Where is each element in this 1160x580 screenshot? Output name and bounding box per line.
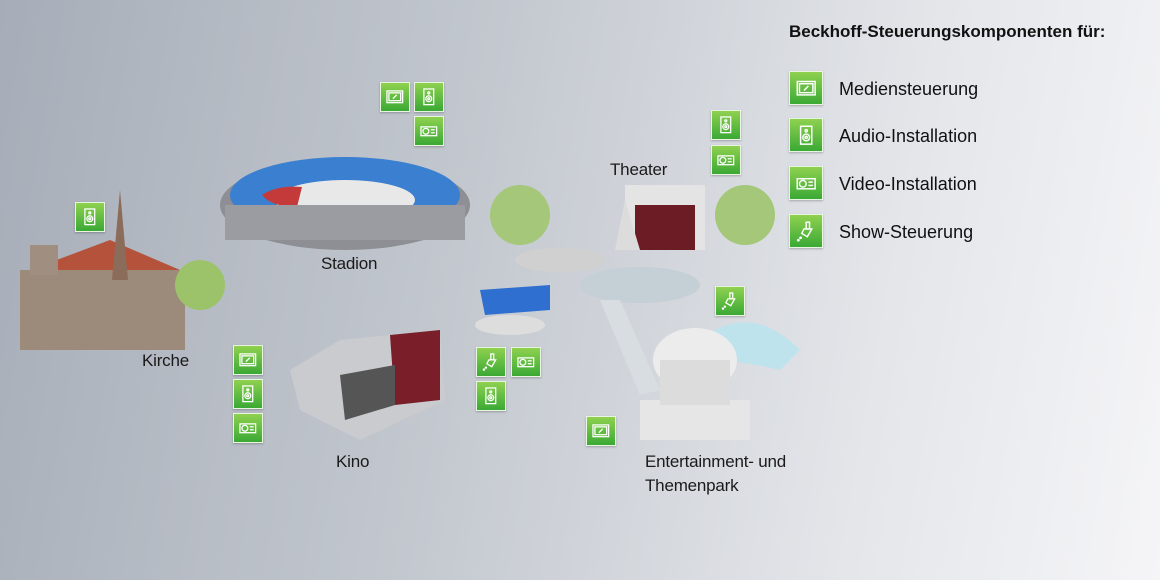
stadium-illustration: [220, 157, 470, 250]
theme-park-illustration: [475, 185, 800, 440]
venue-label-stadion: Stadion: [321, 254, 378, 273]
media-control-icon: [233, 345, 263, 375]
legend-label-video: Video-Installation: [839, 174, 977, 194]
show-spotlight-icon: [476, 347, 506, 377]
legend-title: Beckhoff-Steuerungskomponenten für:: [789, 22, 1106, 41]
venue-label-kirche: Kirche: [142, 351, 189, 370]
church-illustration: [20, 190, 225, 350]
venue-label-park-line2: Themenpark: [645, 476, 739, 495]
audio-speaker-icon: [414, 82, 444, 112]
legend-label-show: Show-Steuerung: [839, 222, 974, 242]
audio-speaker-icon: [233, 379, 263, 409]
venue-label-kino: Kino: [336, 452, 370, 471]
media-control-icon: [586, 416, 616, 446]
audio-speaker-icon: [476, 381, 506, 411]
media-control-icon: [789, 71, 823, 105]
media-control-icon: [380, 82, 410, 112]
video-projector-icon: [711, 145, 741, 175]
venue-label-theater: Theater: [610, 160, 668, 179]
show-spotlight-icon: [715, 286, 745, 316]
show-spotlight-icon: [789, 214, 823, 248]
audio-speaker-icon: [711, 110, 741, 140]
legend-label-audio: Audio-Installation: [839, 126, 978, 146]
venue-label-park-line1: Entertainment- und: [645, 452, 786, 471]
video-projector-icon: [511, 347, 541, 377]
cinema-illustration: [290, 330, 445, 440]
legend-label-media: Mediensteuerung: [839, 79, 979, 99]
video-projector-icon: [414, 116, 444, 146]
video-projector-icon: [789, 166, 823, 200]
video-projector-icon: [233, 413, 263, 443]
audio-speaker-icon: [789, 118, 823, 152]
audio-speaker-icon: [75, 202, 105, 232]
